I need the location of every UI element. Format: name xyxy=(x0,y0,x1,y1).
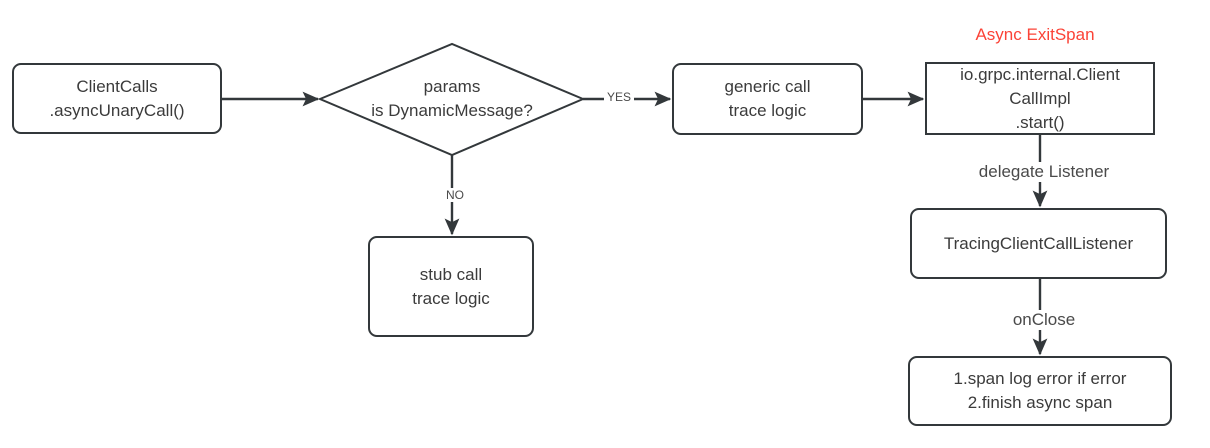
edge-label-delegate-listener: delegate Listener xyxy=(960,162,1128,182)
node-params-decision[interactable]: params is DynamicMessage? xyxy=(371,77,533,120)
edge-label-no: NO xyxy=(443,188,467,202)
node-client-call-impl-start[interactable]: io.grpc.internal.Client CallImpl .start(… xyxy=(925,62,1155,135)
node-stub-call-trace-logic[interactable]: stub call trace logic xyxy=(368,236,534,337)
async-exit-span-annotation: Async ExitSpan xyxy=(975,25,1095,44)
node-finish-span-actions[interactable]: 1.span log error if error 2.finish async… xyxy=(908,356,1172,426)
edge-label-yes: YES xyxy=(604,90,635,104)
edge-label-on-close: onClose xyxy=(1000,310,1088,330)
node-client-calls[interactable]: ClientCalls .asyncUnaryCall() xyxy=(12,63,222,134)
node-generic-call-trace-logic[interactable]: generic call trace logic xyxy=(672,63,863,135)
node-tracing-client-call-listener[interactable]: TracingClientCallListener xyxy=(910,208,1167,279)
